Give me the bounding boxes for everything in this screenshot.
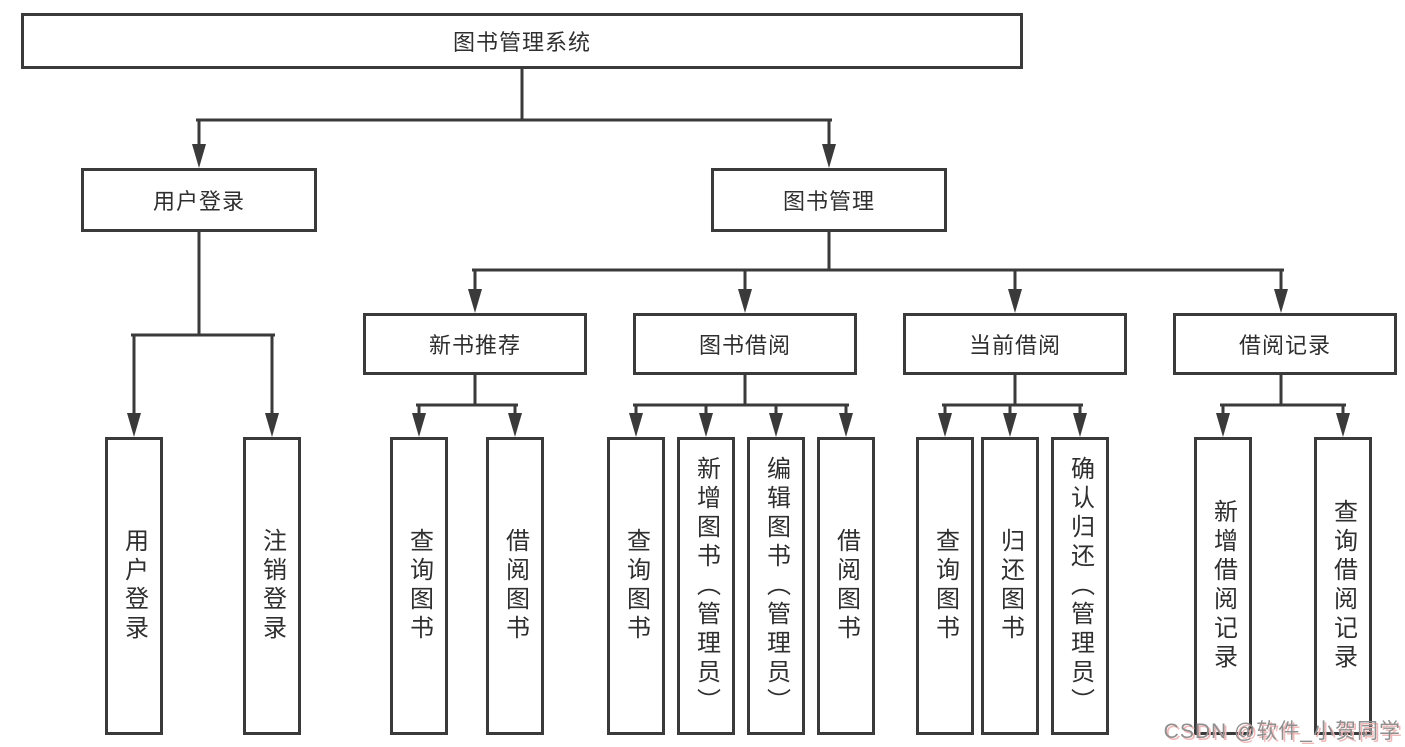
node-records-add-record: 新增借阅记录 (1194, 437, 1252, 735)
node-label: 新增借阅记录 (1209, 499, 1237, 673)
node-user-login: 用户登录 (81, 168, 317, 232)
csdn-watermark: CSDN @软件_小贺同学 (1163, 720, 1401, 743)
node-label: 编辑图书（管理员） (762, 455, 790, 717)
node-borrowing-query-books: 查询图书 (607, 437, 665, 735)
node-current-borrowing: 当前借阅 (903, 313, 1127, 375)
node-current-return-books: 归还图书 (981, 437, 1039, 735)
node-label: 图书管理系统 (452, 30, 591, 55)
connector-book-mgmt-to-level3 (468, 230, 1288, 313)
node-label: 新增图书（管理员） (692, 455, 720, 717)
node-label: 新书推荐 (428, 333, 521, 358)
node-newbook-query-books: 查询图书 (390, 437, 448, 735)
node-newbook-borrow-books: 借阅图书 (486, 437, 544, 735)
connector-current-children (938, 373, 1087, 437)
node-label: 查询借阅记录 (1329, 499, 1357, 673)
node-label: 用户登录 (120, 528, 148, 644)
connector-user-login-children (127, 230, 279, 437)
connector-new-book-children (412, 373, 522, 437)
node-label: 用户登录 (152, 189, 245, 214)
node-book-management: 图书管理 (711, 168, 947, 232)
node-label: 确认归还（管理员） (1066, 455, 1094, 717)
node-label: 查询图书 (405, 528, 433, 644)
node-borrowing-borrow-books: 借阅图书 (817, 437, 875, 735)
connector-records-children (1216, 373, 1350, 437)
node-label: 注销登录 (258, 528, 286, 644)
node-label: 借阅图书 (832, 528, 860, 644)
node-label: 查询图书 (931, 528, 959, 644)
node-library-management-system: 图书管理系统 (21, 13, 1023, 69)
node-borrow-records: 借阅记录 (1173, 313, 1397, 375)
node-label: 借阅图书 (501, 528, 529, 644)
node-label: 图书借阅 (698, 333, 791, 358)
node-borrowing-add-books-admin: 新增图书（管理员） (677, 437, 735, 735)
node-records-query-record: 查询借阅记录 (1314, 437, 1372, 735)
connector-root-to-level2 (192, 67, 836, 168)
node-current-query-books: 查询图书 (916, 437, 974, 735)
node-new-book-recommend: 新书推荐 (363, 313, 587, 375)
connector-borrowing-children (629, 373, 853, 437)
node-user-login-action: 用户登录 (105, 437, 163, 735)
node-label: 查询图书 (622, 528, 650, 644)
node-label: 当前借阅 (968, 333, 1061, 358)
node-logout-action: 注销登录 (243, 437, 301, 735)
node-book-borrowing: 图书借阅 (633, 313, 857, 375)
node-label: 图书管理 (782, 189, 875, 214)
node-borrowing-edit-books-admin: 编辑图书（管理员） (747, 437, 805, 735)
node-label: 归还图书 (996, 528, 1024, 644)
node-current-confirm-return-admin: 确认归还（管理员） (1051, 437, 1109, 735)
node-label: 借阅记录 (1238, 333, 1331, 358)
